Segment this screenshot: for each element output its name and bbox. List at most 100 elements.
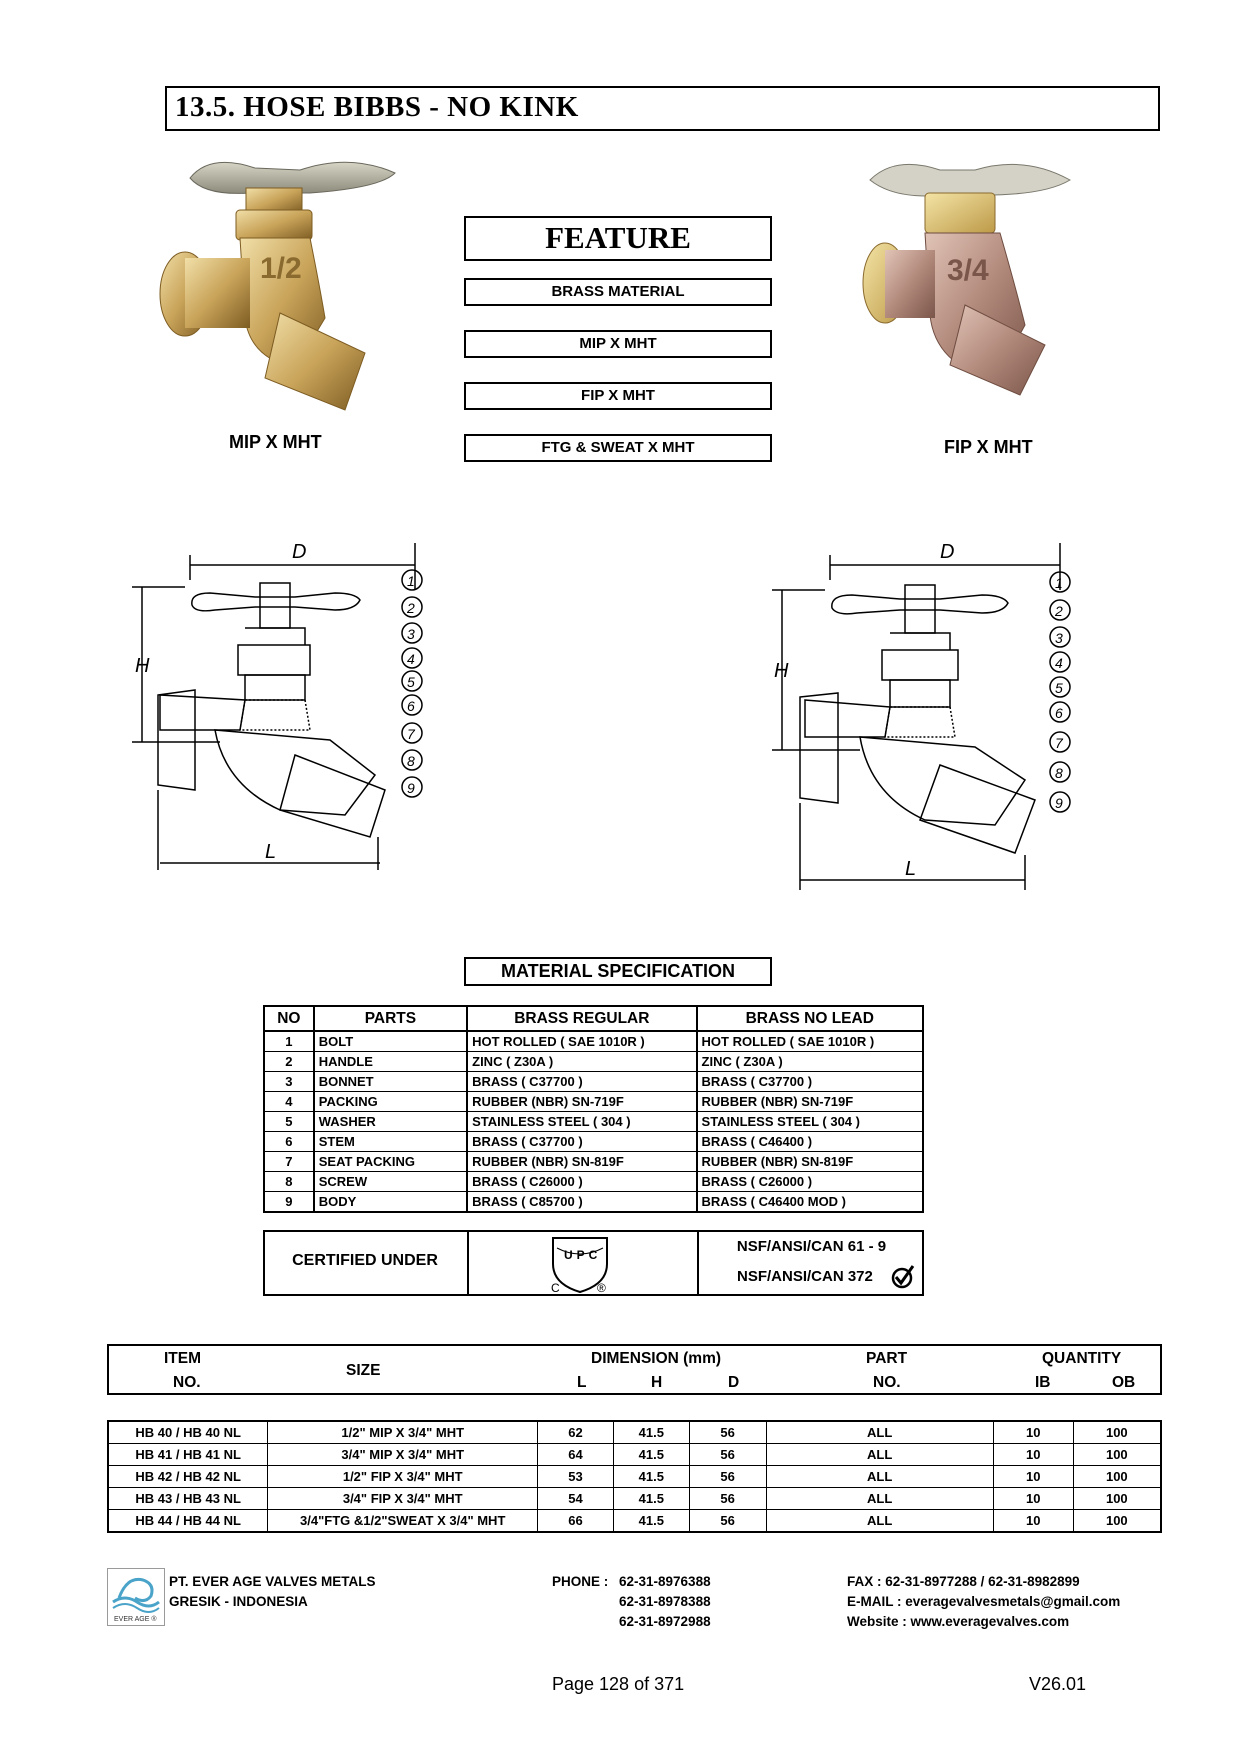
phone-number: 62-31-8978388 bbox=[619, 1594, 711, 1609]
cell: 3 bbox=[263, 1071, 315, 1092]
cell: ALL bbox=[765, 1443, 994, 1466]
cell: RUBBER (NBR) SN-719F bbox=[466, 1091, 698, 1112]
part-no-header: NO. bbox=[873, 1374, 901, 1391]
cell: 56 bbox=[688, 1509, 767, 1533]
cell: BOLT bbox=[312, 1031, 469, 1052]
standard-label: NSF/ANSI/CAN 61 - 9 bbox=[736, 1238, 887, 1255]
page-number: Page 128 of 371 bbox=[552, 1674, 685, 1694]
cell: 53 bbox=[537, 1465, 614, 1488]
cell: HOT ROLLED ( SAE 1010R ) bbox=[695, 1031, 925, 1052]
company-logo: EVER AGE ® bbox=[107, 1568, 165, 1626]
cell: 7 bbox=[263, 1151, 315, 1172]
phone-number: 62-31-8976388 bbox=[619, 1574, 711, 1589]
cell: RUBBER (NBR) SN-819F bbox=[466, 1151, 698, 1172]
column-header: BRASS REGULAR bbox=[466, 1005, 698, 1032]
cell: RUBBER (NBR) SN-719F bbox=[695, 1091, 925, 1112]
feature-item: MIP X MHT bbox=[464, 330, 772, 358]
cell: 3/4"FTG &1/2"SWEAT X 3/4" MHT bbox=[267, 1509, 539, 1533]
svg-text:8: 8 bbox=[1055, 765, 1063, 781]
svg-text:7: 7 bbox=[407, 726, 416, 742]
svg-text:7: 7 bbox=[1055, 735, 1064, 751]
svg-text:D: D bbox=[292, 541, 306, 563]
cell: BRASS ( C37700 ) bbox=[695, 1071, 925, 1092]
cell: HB 44 / HB 44 NL bbox=[107, 1509, 269, 1533]
cell: BRASS ( C37700 ) bbox=[466, 1071, 698, 1092]
cell: 56 bbox=[688, 1443, 767, 1466]
cell: HB 43 / HB 43 NL bbox=[107, 1487, 269, 1510]
cell: BRASS ( C85700 ) bbox=[466, 1191, 698, 1213]
standard-label: NSF/ANSI/CAN 372 bbox=[737, 1268, 873, 1285]
cell: 41.5 bbox=[612, 1509, 690, 1533]
hose-bibb-mip-photo: 1/2 bbox=[159, 161, 396, 411]
cell: 56 bbox=[688, 1420, 767, 1444]
cell: 10 bbox=[992, 1465, 1074, 1488]
svg-text:6: 6 bbox=[1055, 705, 1063, 721]
email-address[interactable]: E-MAIL : everagevalvesmetals@gmail.com bbox=[847, 1594, 1121, 1609]
checkmark-icon bbox=[891, 1265, 915, 1289]
cell: HB 41 / HB 41 NL bbox=[107, 1443, 269, 1466]
svg-text:D: D bbox=[940, 541, 954, 563]
svg-text:9: 9 bbox=[407, 780, 415, 796]
fax-number: FAX : 62-31-8977288 / 62-31-8982899 bbox=[847, 1574, 1080, 1589]
feature-item: BRASS MATERIAL bbox=[464, 278, 772, 306]
cell: STAINLESS STEEL ( 304 ) bbox=[466, 1111, 698, 1132]
phone-number: 62-31-8972988 bbox=[619, 1614, 711, 1629]
svg-text:5: 5 bbox=[1055, 680, 1063, 696]
table-header-row: NO PARTS BRASS REGULAR BRASS NO LEAD bbox=[263, 1005, 925, 1032]
version-label: V26.01 bbox=[1029, 1674, 1087, 1694]
cell: BRASS ( C26000 ) bbox=[466, 1171, 698, 1192]
cell: HOT ROLLED ( SAE 1010R ) bbox=[466, 1031, 698, 1052]
cell: SCREW bbox=[312, 1171, 469, 1192]
cell: 41.5 bbox=[612, 1443, 690, 1466]
svg-text:C: C bbox=[551, 1281, 560, 1294]
cell: ZINC ( Z30A ) bbox=[695, 1051, 925, 1072]
cell: BODY bbox=[312, 1191, 469, 1213]
cell: 100 bbox=[1072, 1487, 1162, 1510]
size-header: SIZE bbox=[346, 1362, 381, 1379]
left-photo-caption: MIP X MHT bbox=[229, 432, 322, 452]
section-title-box: 13.5. HOSE BIBBS - NO KINK bbox=[165, 86, 1160, 131]
website-link[interactable]: Website : www.everagevalves.com bbox=[847, 1614, 1070, 1629]
hose-bibb-mip-drawing: D H L 1 2 3 4 5 6 7 8 9 bbox=[132, 541, 423, 870]
cell: 3/4" FIP X 3/4" MHT bbox=[267, 1487, 539, 1510]
size-mark-right: 3/4 bbox=[947, 254, 989, 287]
svg-text:H: H bbox=[774, 660, 789, 682]
dimension-table-header: ITEM NO. SIZE DIMENSION (mm) L H D PART … bbox=[107, 1344, 1162, 1395]
svg-text:4: 4 bbox=[407, 651, 415, 667]
cell: 4 bbox=[263, 1091, 315, 1112]
cell: SEAT PACKING bbox=[312, 1151, 469, 1172]
cell: 5 bbox=[263, 1111, 315, 1132]
column-header: NO bbox=[263, 1005, 315, 1032]
svg-text:8: 8 bbox=[407, 753, 415, 769]
cell: ALL bbox=[765, 1509, 994, 1533]
svg-text:L: L bbox=[265, 841, 276, 863]
hose-bibb-fip-photo: 3/4 bbox=[862, 163, 1072, 396]
cell: 2 bbox=[263, 1051, 315, 1072]
feature-heading: FEATURE bbox=[464, 216, 772, 261]
item-header: ITEM bbox=[164, 1350, 202, 1367]
cell: 3/4" MIP X 3/4" MHT bbox=[267, 1443, 539, 1466]
certified-under-label: CERTIFIED UNDER bbox=[292, 1252, 438, 1269]
svg-text:1: 1 bbox=[1055, 575, 1063, 591]
svg-text:EVER AGE ®: EVER AGE ® bbox=[114, 1615, 157, 1623]
section-title: 13.5. HOSE BIBBS - NO KINK bbox=[175, 91, 579, 123]
svg-text:9: 9 bbox=[1055, 795, 1063, 811]
cell: 62 bbox=[537, 1420, 614, 1444]
certification-box: CERTIFIED UNDER UPC C ® NSF/ANSI/CAN 61 … bbox=[263, 1230, 924, 1296]
cell: 10 bbox=[992, 1420, 1074, 1444]
part-balloons: 1 2 3 4 5 6 7 8 9 bbox=[1049, 571, 1071, 813]
part-header: PART bbox=[866, 1350, 908, 1367]
cell: HANDLE bbox=[312, 1051, 469, 1072]
cell: 41.5 bbox=[612, 1420, 690, 1444]
